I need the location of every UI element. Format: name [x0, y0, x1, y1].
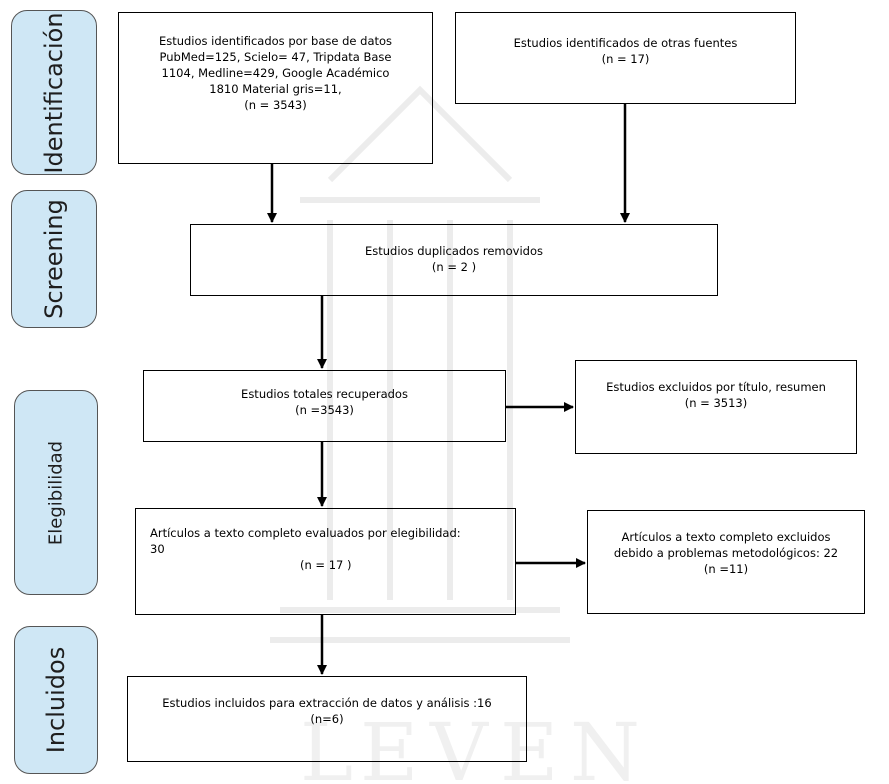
- fulltext-assessed-line-3: (n = 17 ): [300, 558, 352, 572]
- total-recovered-line-2: (n =3543): [295, 403, 354, 417]
- box-database-studies: Estudios identificados por base de datos…: [118, 12, 433, 164]
- phase-screening: Screening: [11, 190, 97, 328]
- box-duplicates-removed: Estudios duplicados removidos (n = 2 ): [190, 224, 718, 296]
- box-total-recovered: Estudios totales recuperados (n =3543): [143, 370, 506, 442]
- box-fulltext-assessed: Artículos a texto completo evaluados por…: [135, 508, 516, 615]
- svg-text:E: E: [500, 706, 558, 784]
- fulltext-excluded-line-2: debido a problemas metodológicos: 22: [613, 546, 839, 560]
- svg-text:E: E: [360, 706, 418, 784]
- phase-elegibilidad: Elegibilidad: [14, 390, 98, 595]
- excluded-title-line-1: Estudios excluidos por título, resumen: [606, 380, 826, 394]
- fulltext-excluded-line-1: Artículos a texto completo excluidos: [621, 530, 831, 544]
- database-studies-line-5: (n = 3543): [244, 98, 307, 112]
- box-excluded-title-abstract: Estudios excluidos por título, resumen (…: [575, 360, 857, 454]
- duplicates-removed-line-2: (n = 2 ): [431, 260, 477, 274]
- database-studies-line-3: 1104, Medline=429, Google Académico: [161, 66, 390, 80]
- included-studies-line-1: Estudios incluidos para extracción de da…: [162, 696, 492, 710]
- box-included-studies: Estudios incluidos para extracción de da…: [127, 676, 527, 762]
- other-sources-line-1: Estudios identificados de otras fuentes: [513, 36, 738, 50]
- fulltext-assessed-line-2: 30: [150, 542, 165, 556]
- fulltext-excluded-line-3: (n =11): [703, 562, 749, 576]
- fulltext-assessed-line-1: Artículos a texto completo evaluados por…: [150, 526, 461, 540]
- duplicates-removed-line-1: Estudios duplicados removidos: [365, 244, 543, 258]
- box-fulltext-excluded: Artículos a texto completo excluidos deb…: [587, 510, 865, 614]
- svg-text:L: L: [300, 706, 353, 784]
- database-studies-line-1: Estudios identificados por base de datos: [158, 34, 393, 48]
- total-recovered-line-1: Estudios totales recuperados: [241, 387, 408, 401]
- database-studies-line-2: PubMed=125, Scielo= 47, Tripdata Base: [159, 50, 392, 64]
- svg-text:N: N: [570, 706, 640, 784]
- other-sources-line-2: (n = 17): [601, 52, 650, 66]
- box-other-sources: Estudios identificados de otras fuentes …: [455, 12, 796, 104]
- database-studies-line-4: 1810 Material gris=11,: [209, 82, 342, 96]
- svg-text:V: V: [429, 706, 489, 784]
- included-studies-line-2: (n=6): [310, 712, 344, 726]
- excluded-title-line-2: (n = 3513): [684, 396, 748, 410]
- phase-incluidos: Incluidos: [14, 626, 98, 774]
- phase-identificacion: Identificación: [11, 10, 97, 175]
